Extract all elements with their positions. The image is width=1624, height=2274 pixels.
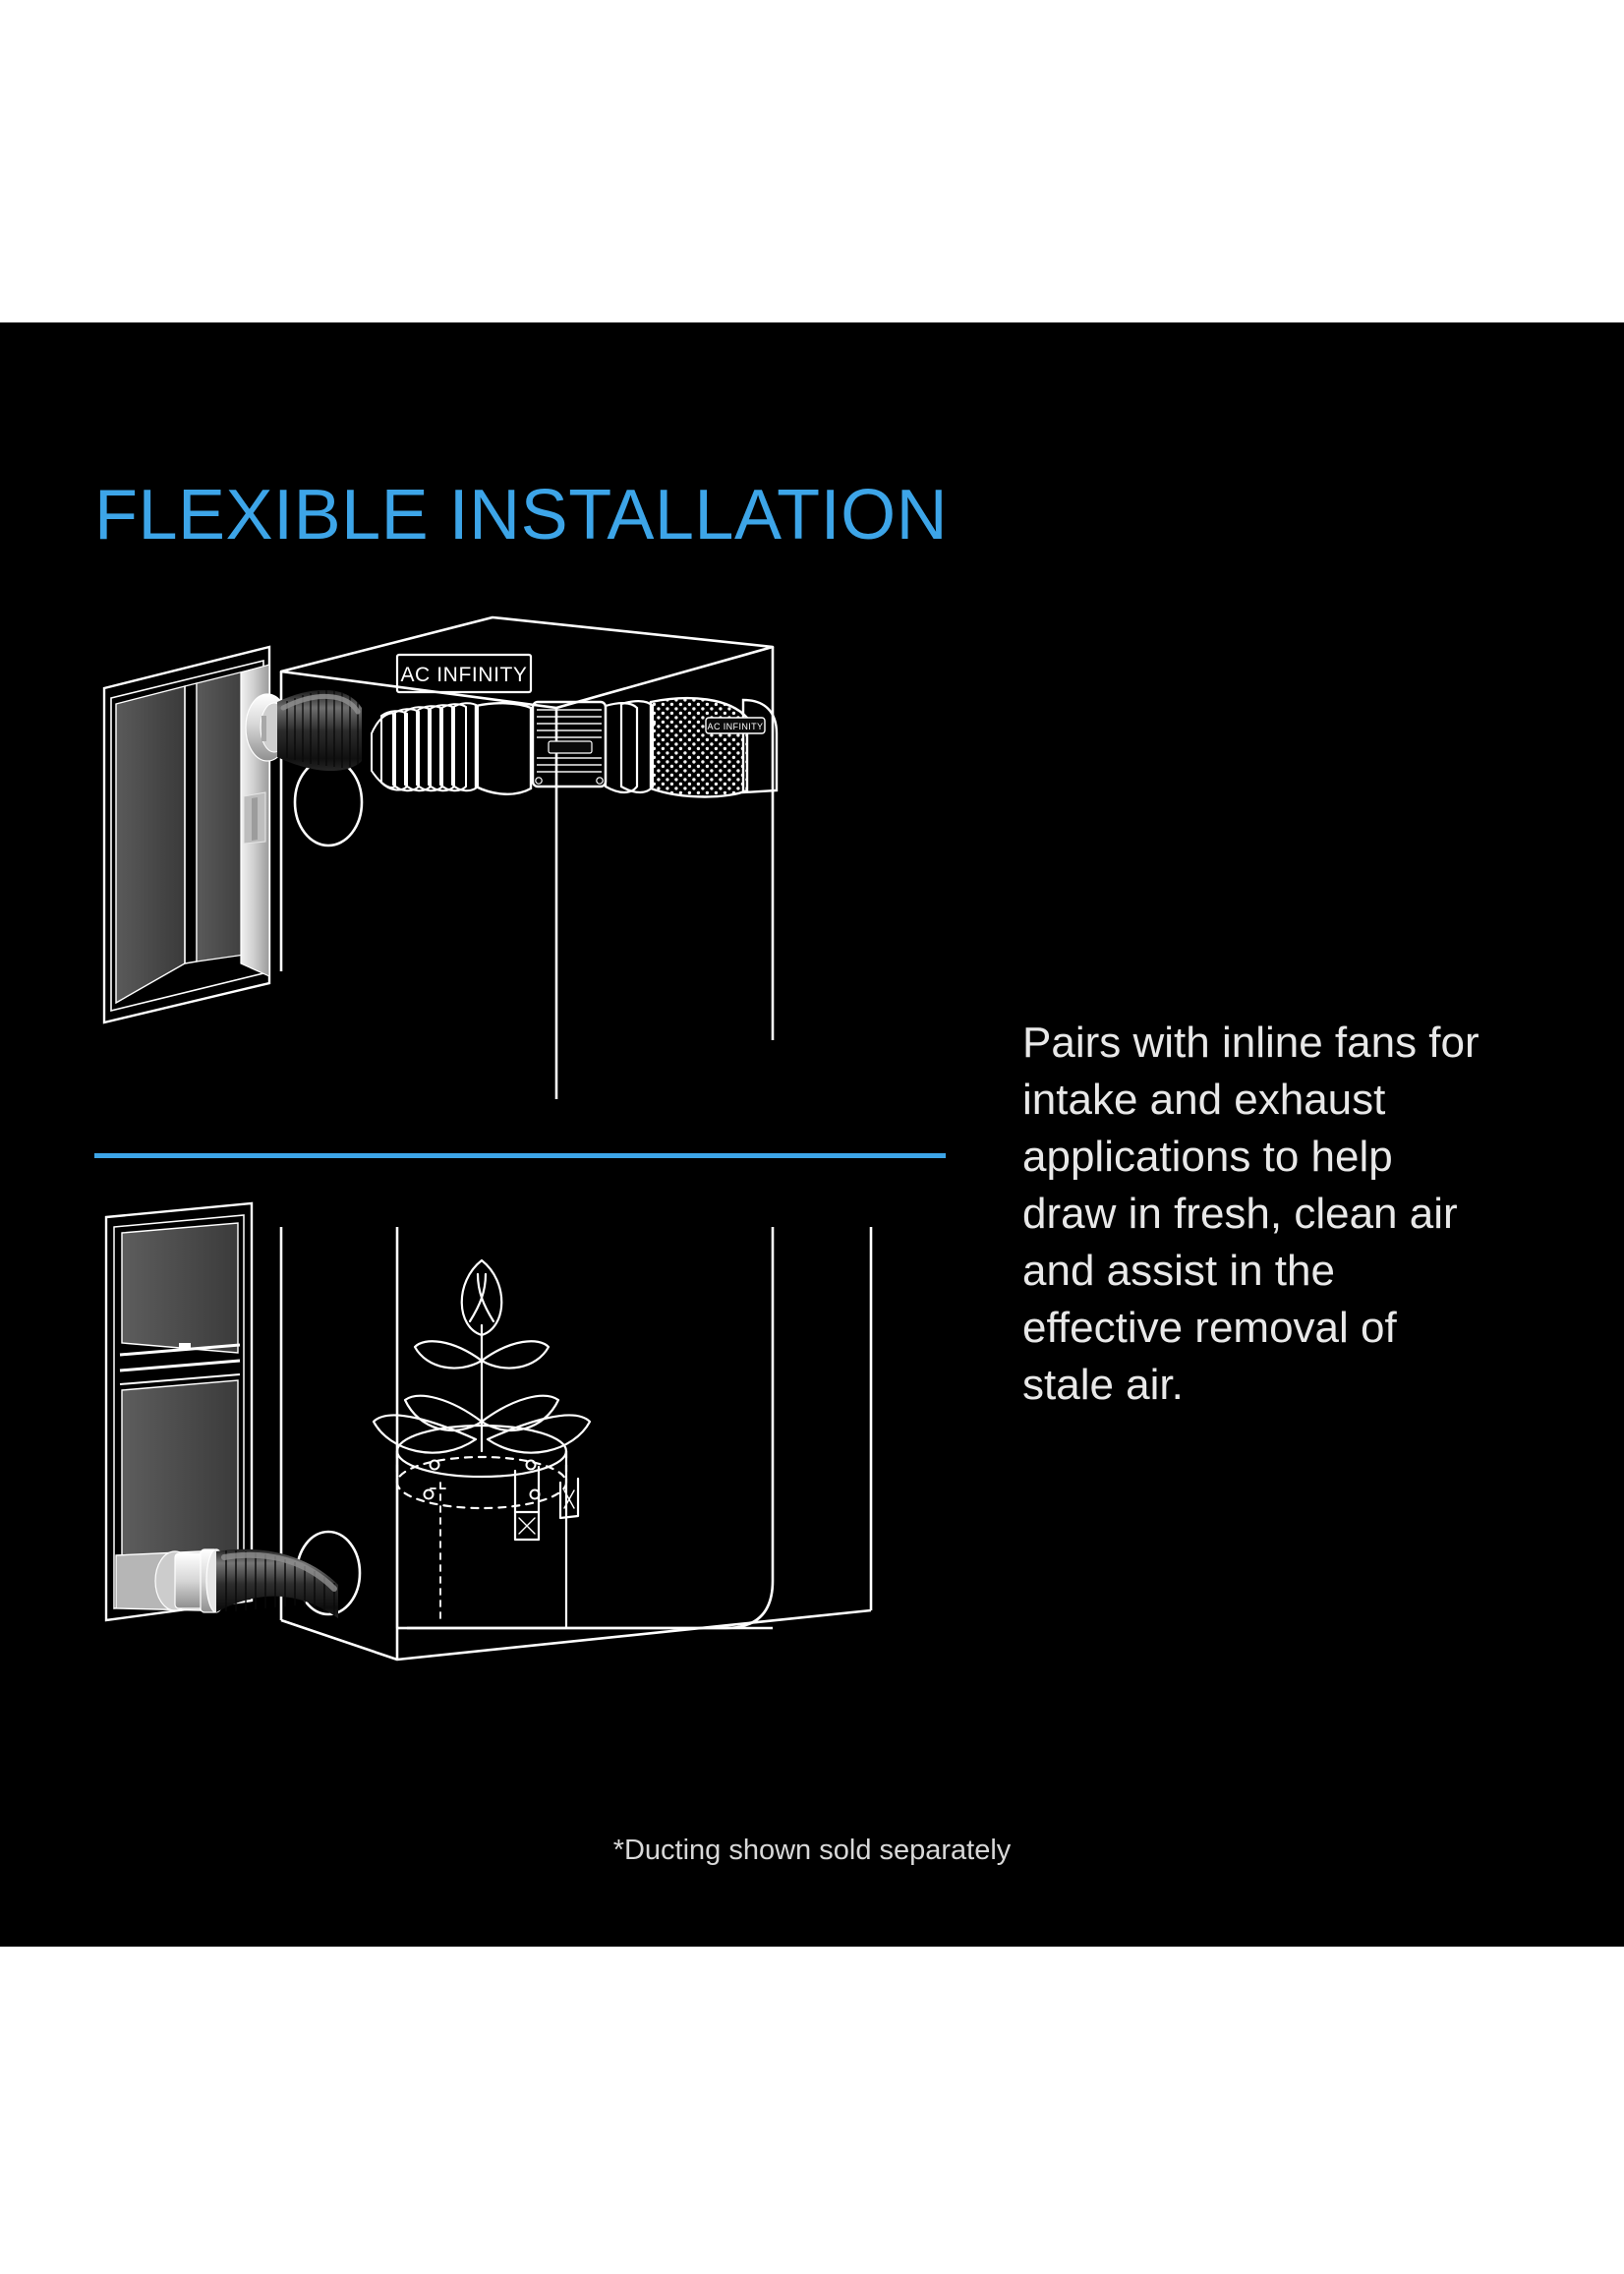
- illustration-bottom-svg: [104, 1201, 873, 1662]
- tent-brand-label-text: AC INFINITY: [400, 664, 527, 686]
- hero-panel: FLEXIBLE INSTALLATION: [0, 322, 1624, 1947]
- double-hung-window-assembly: [104, 1201, 254, 1622]
- fan-mesh-grille: [649, 697, 749, 798]
- illustration-bottom-installation: [94, 1188, 959, 1738]
- section-divider: [94, 1153, 946, 1158]
- illustration-top-svg: AC INFINITY AC INFINITY: [102, 615, 779, 1099]
- fan-brand-badge: [705, 717, 766, 734]
- grow-tent-outline-bottom: [279, 1227, 873, 1662]
- description-paragraph: Pairs with inline fans for intake and ex…: [1022, 1019, 1479, 1410]
- flexible-duct-bottom: [216, 1548, 338, 1618]
- plant-in-grow-bag: [372, 1258, 592, 1630]
- illustration-top-installation: AC INFINITY AC INFINITY: [94, 578, 959, 1129]
- tent-port-ring-top: [293, 757, 364, 847]
- sliding-window-assembly: [102, 645, 271, 1024]
- page-title: FLEXIBLE INSTALLATION: [94, 476, 949, 555]
- fan-brand-badge-label: AC INFINITY: [708, 722, 764, 731]
- tent-brand-label: AC INFINITY: [395, 653, 533, 694]
- window-vent-port-collar-bottom: [154, 1548, 227, 1613]
- flexible-duct-top: [277, 689, 362, 772]
- footnote-text: *Ducting shown sold separately: [612, 1835, 1012, 1866]
- fan-housing-plate: [548, 740, 593, 754]
- inline-duct-fan-assembly: AC INFINITY: [371, 697, 779, 798]
- grow-tent-outline-top: [279, 615, 775, 1099]
